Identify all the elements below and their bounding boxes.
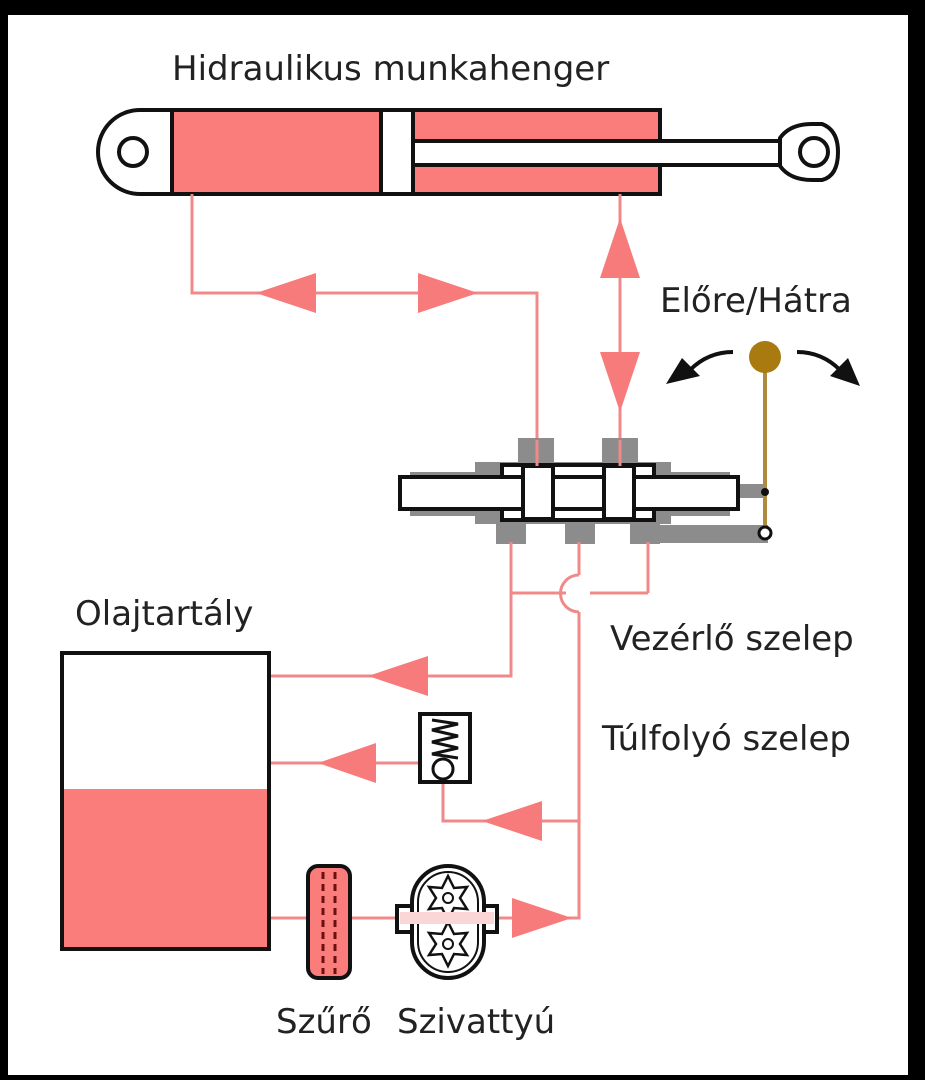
control-lever[interactable] xyxy=(749,341,781,541)
curved-double-arrow-icon xyxy=(666,350,860,386)
oil-tank xyxy=(60,651,271,951)
tank-oil-level xyxy=(62,789,269,949)
relief-valve-label: Túlfolyó szelep xyxy=(601,719,851,759)
filter-label: Szűrő xyxy=(276,1002,372,1042)
pipe-return-tank xyxy=(270,542,513,678)
diagram-frame: Hidraulikus munkahenger xyxy=(8,15,908,1075)
lever-knob[interactable] xyxy=(749,341,781,373)
arrow-right-icon xyxy=(418,273,478,313)
spring-icon xyxy=(431,718,459,760)
pipe-cylinder-left xyxy=(190,194,539,440)
control-valve-label: Vezérlő szelep xyxy=(610,619,854,659)
arrow-relief-out-icon xyxy=(318,743,376,783)
valve-stem-ext xyxy=(736,484,766,498)
relief-ball xyxy=(431,757,455,781)
hydraulic-diagram: Hidraulikus munkahenger xyxy=(60,49,860,1042)
rod-eye-hole xyxy=(798,136,830,168)
arrow-up-icon xyxy=(600,218,640,278)
clevis-hole xyxy=(117,136,149,168)
spool-land-left xyxy=(521,464,555,521)
gear-icon xyxy=(426,919,470,969)
arrow-relief-in-icon xyxy=(482,801,542,841)
spool-land-right xyxy=(602,464,636,521)
filter-body xyxy=(306,864,352,980)
pump-flow-channel xyxy=(400,912,494,924)
pipe-jump-arc xyxy=(559,573,580,614)
cylinder-piston xyxy=(379,108,415,196)
control-valve xyxy=(398,438,768,544)
arrow-down-icon xyxy=(600,352,640,412)
valve-port-bot-left xyxy=(496,518,526,544)
arrow-to-tank-icon xyxy=(368,656,428,696)
lower-pipes xyxy=(270,542,650,938)
relief-valve xyxy=(418,712,472,784)
valve-spool xyxy=(398,475,740,511)
cylinder-label: Hidraulikus munkahenger xyxy=(172,49,609,89)
valve-link-bar xyxy=(650,525,768,543)
arrow-pump-out-icon xyxy=(512,898,572,938)
tank-outline xyxy=(60,651,271,951)
pump-label: Szivattyú xyxy=(397,1002,555,1042)
upper-pipes xyxy=(190,194,640,440)
filter xyxy=(306,864,352,980)
arrow-left-icon xyxy=(256,273,316,313)
pump xyxy=(395,864,499,980)
piston-rod xyxy=(411,139,785,167)
lever-label: Előre/Hátra xyxy=(660,281,852,321)
lever-pivot-top xyxy=(761,488,769,496)
tank-label: Olajtartály xyxy=(75,594,253,634)
pipe-pressure-main xyxy=(270,612,581,920)
valve-port-bot-mid xyxy=(565,518,595,544)
lever-pivot-bottom xyxy=(757,525,773,541)
hydraulic-cylinder xyxy=(96,108,841,196)
